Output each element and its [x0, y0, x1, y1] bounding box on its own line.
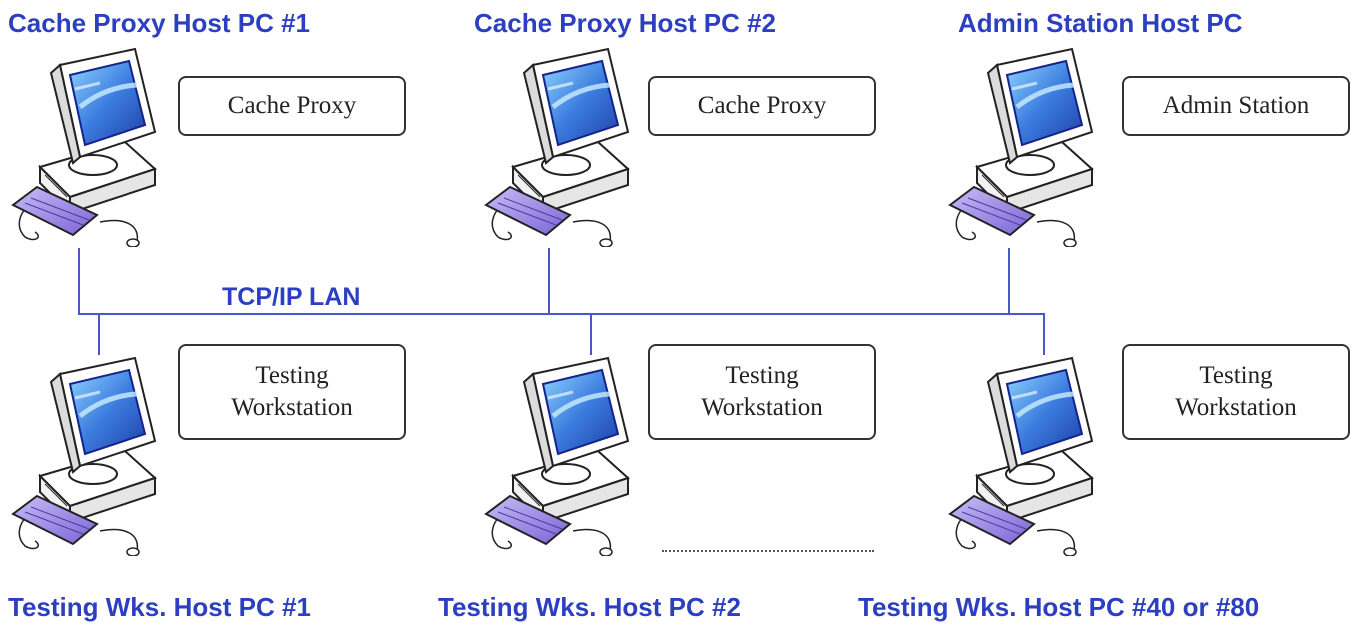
host-title-cache-proxy-1: Cache Proxy Host PC #1	[8, 8, 311, 38]
role-box-cache-proxy-1: Cache Proxy	[178, 76, 406, 136]
desktop-computer-icon	[5, 356, 165, 556]
role-box-testing-2: Testing Workstation	[648, 344, 876, 440]
desktop-computer-icon	[478, 356, 638, 556]
desktop-computer-icon	[942, 47, 1102, 247]
desktop-computer-icon	[942, 356, 1102, 556]
lan-drop-testing-n	[1043, 313, 1045, 355]
lan-backbone	[78, 313, 1045, 315]
role-label: Cache Proxy	[227, 92, 357, 119]
role-box-cache-proxy-2: Cache Proxy	[648, 76, 876, 136]
role-label: Cache Proxy	[697, 92, 827, 119]
role-label-line-2: Workstation	[1175, 394, 1297, 421]
lan-label: TCP/IP LAN	[222, 283, 361, 311]
lan-drop-testing-1	[98, 313, 100, 355]
host-title-testing-1: Testing Wks. Host PC #1	[8, 592, 311, 622]
computer-testing-1	[5, 356, 165, 556]
role-label-line-1: Testing	[725, 362, 799, 389]
computer-cache-proxy-2	[478, 47, 638, 247]
continuation-ellipsis	[662, 550, 874, 552]
role-box-testing-1: Testing Workstation	[178, 344, 406, 440]
computer-testing-2	[478, 356, 638, 556]
lan-drop-admin-station	[1008, 248, 1010, 314]
role-label-line-1: Testing	[255, 362, 329, 389]
role-box-testing-n: Testing Workstation	[1122, 344, 1350, 440]
role-label-line-2: Workstation	[231, 394, 353, 421]
lan-drop-testing-2	[590, 313, 592, 355]
role-label-line-2: Workstation	[701, 394, 823, 421]
role-label-line-1: Testing	[1199, 362, 1273, 389]
role-label: Admin Station	[1162, 92, 1310, 119]
host-title-cache-proxy-2: Cache Proxy Host PC #2	[474, 8, 777, 38]
computer-admin-station	[942, 47, 1102, 247]
computer-cache-proxy-1	[5, 47, 165, 247]
lan-drop-cache-proxy-2	[548, 248, 550, 314]
host-title-admin-station: Admin Station Host PC	[958, 8, 1243, 38]
lan-drop-cache-proxy-1	[78, 248, 80, 314]
desktop-computer-icon	[5, 47, 165, 247]
host-title-testing-2: Testing Wks. Host PC #2	[438, 592, 741, 622]
computer-testing-n	[942, 356, 1102, 556]
host-title-testing-n: Testing Wks. Host PC #40 or #80	[858, 592, 1260, 622]
desktop-computer-icon	[478, 47, 638, 247]
role-box-admin-station: Admin Station	[1122, 76, 1350, 136]
